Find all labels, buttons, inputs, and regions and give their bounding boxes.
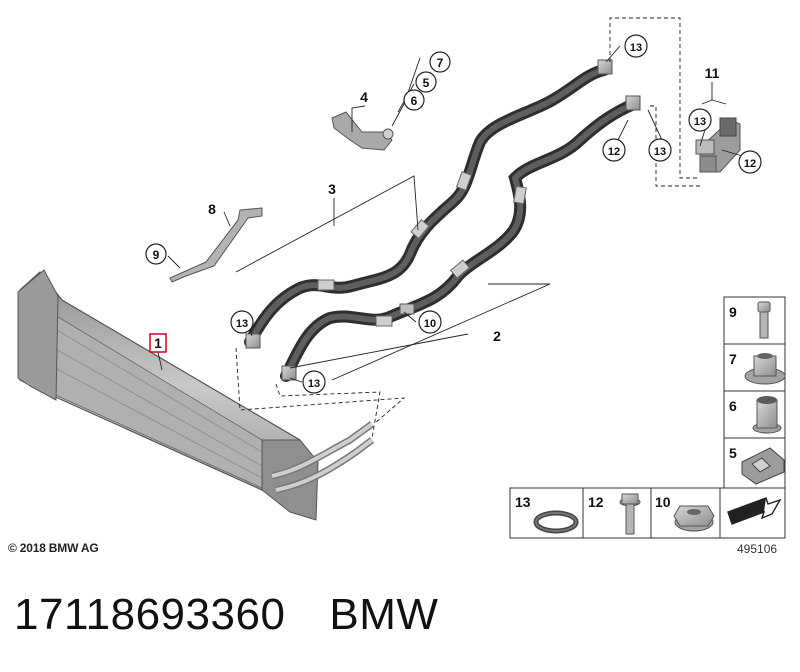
callout-10[interactable]: 10 bbox=[418, 310, 442, 334]
oil-cooler-line-part-2[interactable] bbox=[280, 95, 641, 382]
callout-13-top[interactable]: 13 bbox=[624, 34, 648, 58]
legend-item-9[interactable]: 9 bbox=[729, 301, 771, 339]
svg-text:11: 11 bbox=[705, 65, 720, 81]
legend-item-5[interactable]: 5 bbox=[729, 445, 785, 485]
part-number: 17118693360 bbox=[14, 590, 286, 639]
copyright-notice: © 2018 BMW AG bbox=[8, 541, 99, 555]
callout-4[interactable]: 4 bbox=[360, 89, 368, 105]
o-ring-icon bbox=[533, 510, 579, 534]
flange-bolt-icon bbox=[619, 493, 641, 535]
svg-text:12: 12 bbox=[608, 146, 620, 158]
svg-text:13: 13 bbox=[236, 318, 248, 330]
svg-text:4: 4 bbox=[360, 89, 368, 105]
hex-nut-icon bbox=[673, 505, 715, 532]
callout-7[interactable]: 7 bbox=[429, 51, 451, 73]
callout-6[interactable]: 6 bbox=[403, 89, 425, 111]
callout-11[interactable]: 11 bbox=[705, 65, 720, 81]
legend-item-12[interactable]: 12 bbox=[588, 493, 641, 535]
svg-text:12: 12 bbox=[744, 158, 756, 170]
svg-text:8: 8 bbox=[208, 201, 216, 217]
svg-text:12: 12 bbox=[588, 494, 604, 510]
svg-text:6: 6 bbox=[729, 398, 737, 414]
svg-text:6: 6 bbox=[411, 94, 418, 108]
svg-text:1: 1 bbox=[154, 335, 162, 351]
callout-5[interactable]: 5 bbox=[415, 71, 437, 93]
callout-12-right[interactable]: 12 bbox=[738, 150, 762, 174]
svg-text:10: 10 bbox=[424, 318, 436, 330]
valve-part-11[interactable] bbox=[695, 117, 741, 173]
leader-lines bbox=[157, 45, 743, 383]
svg-text:9: 9 bbox=[153, 248, 160, 262]
svg-text:13: 13 bbox=[308, 378, 320, 390]
part-footer: 17118693360 BMW bbox=[14, 590, 438, 640]
svg-text:13: 13 bbox=[694, 116, 706, 128]
collar-nut-icon bbox=[744, 353, 786, 385]
legend-item-13[interactable]: 13 bbox=[515, 494, 579, 534]
callout-9[interactable]: 9 bbox=[145, 243, 167, 265]
legend-item-10[interactable]: 10 bbox=[655, 494, 715, 532]
bracket-part-4[interactable] bbox=[331, 111, 394, 151]
callout-13-valve[interactable]: 13 bbox=[688, 108, 712, 132]
svg-text:13: 13 bbox=[654, 146, 666, 158]
callout-8[interactable]: 8 bbox=[208, 201, 216, 217]
parts-diagram: 1 2 3 4 8 11 7 5 6 9 10 12 12 bbox=[17, 17, 786, 539]
svg-text:3: 3 bbox=[328, 181, 336, 197]
svg-text:2: 2 bbox=[493, 328, 501, 344]
brand-name: BMW bbox=[329, 590, 439, 639]
bracket-part-8[interactable] bbox=[169, 207, 263, 283]
sleeve-icon bbox=[752, 396, 782, 434]
legend-item-7[interactable]: 7 bbox=[729, 351, 786, 385]
svg-text:5: 5 bbox=[729, 445, 737, 461]
callout-12-top[interactable]: 12 bbox=[602, 138, 626, 162]
bolt-icon bbox=[757, 301, 771, 339]
svg-text:13: 13 bbox=[515, 494, 531, 510]
oil-cooler-line-part-3[interactable] bbox=[244, 59, 613, 349]
callout-3[interactable]: 3 bbox=[328, 181, 336, 197]
legend-arrow bbox=[727, 497, 782, 525]
svg-text:7: 7 bbox=[437, 56, 444, 70]
diagram-number: 495106 bbox=[737, 542, 778, 556]
svg-text:9: 9 bbox=[729, 304, 737, 320]
svg-text:13: 13 bbox=[630, 42, 642, 54]
clip-icon bbox=[741, 447, 785, 485]
callout-13-left[interactable]: 13 bbox=[230, 310, 254, 334]
arrow-icon bbox=[727, 497, 782, 525]
svg-text:5: 5 bbox=[423, 76, 430, 90]
callout-13-middle[interactable]: 13 bbox=[648, 138, 672, 162]
callout-1[interactable]: 1 bbox=[149, 333, 167, 353]
oil-cooler-part-1[interactable] bbox=[17, 269, 375, 521]
callout-13-bottom[interactable]: 13 bbox=[302, 370, 326, 394]
svg-text:7: 7 bbox=[729, 351, 737, 367]
callout-2[interactable]: 2 bbox=[493, 328, 501, 344]
legend-item-6[interactable]: 6 bbox=[729, 396, 782, 434]
svg-text:10: 10 bbox=[655, 494, 671, 510]
